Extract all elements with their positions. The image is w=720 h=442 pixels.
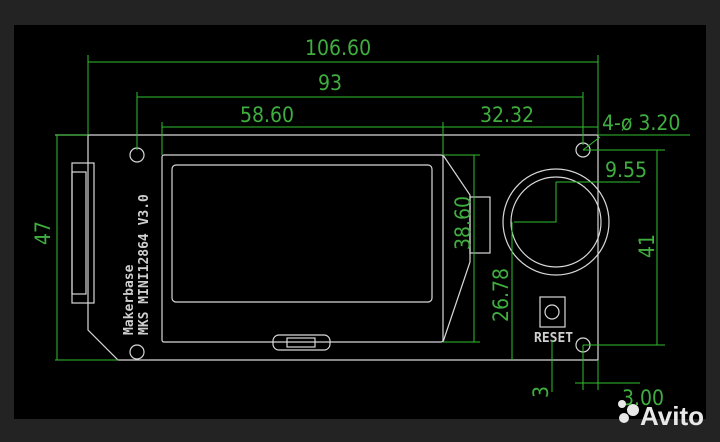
dim-hole-spacing-x: 93: [318, 71, 342, 95]
watermark-text: Avito: [640, 401, 704, 431]
silk-model: MKS MINI12864 V3.0: [137, 194, 152, 335]
dim-lcd-width: 58.60: [240, 103, 294, 127]
lcd-module: [161, 154, 491, 351]
drawing-background: [14, 25, 706, 419]
dim-board-height: 47: [31, 221, 55, 245]
dim-overall-width: 106.60: [305, 36, 371, 60]
dim-holes: 4-ø 3.20: [602, 111, 680, 135]
board-outline: [55, 134, 599, 361]
reset-button: RESET: [534, 296, 573, 346]
silk-brand: Makerbase: [122, 264, 137, 335]
avito-watermark: Avito: [618, 400, 704, 431]
dim-lcd-height: 38.60: [451, 196, 475, 250]
dim-encoder-offset: 9.55: [605, 158, 647, 182]
rotary-encoder: [502, 168, 610, 276]
sd-card-slot: [71, 162, 95, 304]
reset-label: RESET: [534, 331, 573, 346]
dim-reset-offset: 3: [529, 386, 553, 398]
dim-lcd-to-hole: 32.32: [480, 103, 534, 127]
dim-hole-spacing-y: 41: [635, 234, 659, 258]
dimension-lines: [55, 55, 690, 392]
dim-encoder-height: 26.78: [489, 268, 513, 322]
